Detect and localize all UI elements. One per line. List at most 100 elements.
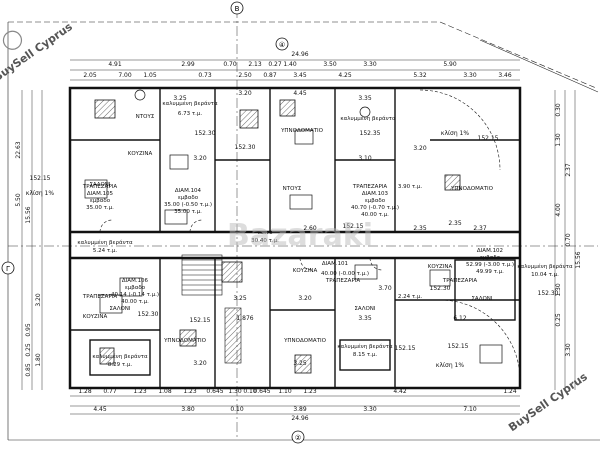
fixtures bbox=[84, 89, 503, 364]
dim-left: 0.85 bbox=[25, 363, 32, 377]
level-mark: 152.15 bbox=[190, 317, 211, 324]
dim-left: 1.80 bbox=[35, 353, 42, 367]
dim-top2: 7.00 bbox=[118, 72, 132, 79]
dim-bottom: 7.10 bbox=[463, 406, 477, 413]
dim-top2: 5.32 bbox=[413, 72, 427, 79]
dim-bottom2: 1.28 bbox=[78, 388, 92, 395]
room-area: 10.04 τ.μ. bbox=[531, 272, 559, 278]
room-dimension: 3.25 bbox=[293, 360, 307, 367]
dim-bottom2: 1.24 bbox=[503, 388, 517, 395]
room-label: καλυμμένη βεράντα bbox=[340, 115, 396, 122]
axis-marker-top bbox=[230, 1, 244, 15]
room-area: 40.14 (-0.14 τ.μ.) bbox=[111, 292, 159, 298]
room-area: 8.15 τ.μ. bbox=[353, 352, 378, 358]
dim-bottom2: 0.77 bbox=[103, 388, 117, 395]
level-mark: 152.15 bbox=[448, 343, 469, 350]
axis-label-left: Γ bbox=[6, 265, 10, 273]
dim-left: 5.50 bbox=[15, 193, 22, 207]
room-label: ΣΑΛΟΝΙ bbox=[354, 306, 375, 312]
room-area: 40.00 τ.μ. bbox=[121, 299, 149, 305]
room-area: 30.40 τ.μ. bbox=[251, 238, 279, 244]
level-mark: 152.15 bbox=[478, 135, 499, 142]
room-area: 49.99 τ.μ. bbox=[476, 269, 504, 275]
level-mark: 152.30 bbox=[195, 130, 216, 137]
top-dimension-lines bbox=[21, 59, 576, 415]
dim-right: 4.00 bbox=[555, 203, 562, 217]
dim-bottom2: 0.645 bbox=[253, 388, 270, 395]
room-label: καλυμμένη βεράντα bbox=[162, 100, 218, 107]
dim-top2: 0.87 bbox=[263, 72, 277, 79]
room-area: 40.00 τ.μ. bbox=[361, 212, 389, 218]
interior-walls bbox=[70, 88, 520, 388]
room-area: 40.70 (-0.70 τ.μ.) bbox=[351, 205, 399, 211]
room-label: ΤΡΑΠΕΖΑΡΙΑ bbox=[352, 184, 388, 190]
room-label: ΥΠΝΟΔΟΜΑΤΙΟ bbox=[163, 338, 207, 344]
dim-bottom2: 1.23 bbox=[303, 388, 317, 395]
slope-mark: κλίση 1% bbox=[26, 190, 54, 197]
axis-markers bbox=[1, 1, 305, 444]
room-area: 35.00 τ.μ. bbox=[174, 209, 202, 215]
axis-marker-left bbox=[1, 261, 15, 275]
axis-label-upper: ④ bbox=[279, 41, 285, 49]
room-label: καλυμμένη βεράντα bbox=[92, 353, 148, 360]
room-area: 2.24 τ.μ. bbox=[398, 294, 423, 300]
room-dimension: 3.20 bbox=[193, 360, 207, 367]
dim-bottom2: 4.42 bbox=[393, 388, 407, 395]
room-dimension: 3.35 bbox=[358, 95, 372, 102]
room-dimension: 2.37 bbox=[473, 225, 487, 232]
dim-top: 1.40 bbox=[283, 61, 297, 68]
dim-top2: 3.30 bbox=[463, 72, 477, 79]
level-mark: 152.30 bbox=[235, 144, 256, 151]
dim-top2: 2.05 bbox=[83, 72, 97, 79]
room-label: ΣΑΛΟΝΙ bbox=[89, 182, 110, 188]
dim-top2: 3.46 bbox=[498, 72, 512, 79]
dim-right: 2.37 bbox=[565, 163, 572, 177]
level-mark: 152.15 bbox=[30, 175, 51, 182]
room-dimension: 3.25 bbox=[173, 95, 187, 102]
dim-top: 0.27 bbox=[268, 61, 282, 68]
room-dimension: 2.35 bbox=[413, 225, 427, 232]
level-mark: 152.15 bbox=[395, 345, 416, 352]
room-dimension: 3.35 bbox=[358, 315, 372, 322]
room-label: κοινό bbox=[258, 229, 274, 236]
axis-lines bbox=[8, 8, 598, 440]
room-label: ΔΙΑΜ.105 bbox=[87, 191, 114, 197]
dim-bottom: 3.80 bbox=[181, 406, 195, 413]
room-label: ΔΙΑΜ.104 bbox=[175, 188, 202, 194]
room-label: ΤΡΑΠΕΖΑΡΙΑ bbox=[82, 294, 118, 300]
dim-bottom-total: 24.96 bbox=[291, 415, 308, 422]
room-label: εμβαδο bbox=[90, 198, 111, 204]
dim-top2: 3.45 bbox=[293, 72, 307, 79]
room-label: ΣΑΛΟΝΙ bbox=[109, 306, 130, 312]
axis-label-bottom: ② bbox=[295, 434, 301, 442]
dim-bottom2: 1.30 bbox=[228, 388, 242, 395]
room-area: 35.00 (-0.50 τ.μ.) bbox=[164, 202, 212, 208]
room-label: ΥΠΝΟΔΟΜΑΤΙΟ bbox=[283, 338, 327, 344]
room-area: 6.73 τ.μ. bbox=[178, 111, 203, 117]
dim-left: 15.56 bbox=[25, 206, 32, 223]
room-label: εμβαδο bbox=[480, 255, 501, 261]
room-dimension: 3.10 bbox=[358, 155, 372, 162]
dim-left: 0.95 bbox=[25, 323, 32, 337]
watermark-center: Bazaraki bbox=[227, 218, 373, 253]
dim-top: 2.99 bbox=[181, 61, 195, 68]
room-area: 5.24 τ.μ. bbox=[93, 248, 118, 254]
room-label: ΔΙΑΜ.103 bbox=[362, 191, 389, 197]
site-boundary bbox=[7, 21, 600, 441]
room-label: ΔΙΑΜ.102 bbox=[477, 248, 503, 254]
dim-bottom: 3.89 bbox=[293, 406, 307, 413]
dim-bottom2: 1.23 bbox=[133, 388, 147, 395]
room-label: ΤΡΑΠΕΖΑΡΙΑ bbox=[82, 184, 118, 190]
dim-bottom: 0.10 bbox=[230, 406, 244, 413]
dim-right: 1.30 bbox=[555, 283, 562, 297]
dim-right: 0.30 bbox=[555, 103, 562, 117]
room-dimension: 3.20 bbox=[413, 145, 427, 152]
room-label: καλυμμένη βεράντα bbox=[517, 263, 573, 270]
dim-bottom2: 1.10 bbox=[278, 388, 292, 395]
room-label: ΚΟΥΖΙΝΑ bbox=[128, 151, 153, 157]
room-label: ΥΠΝΟΔΟΜΑΤΙΟ bbox=[280, 128, 324, 134]
door-swings bbox=[99, 89, 521, 381]
dim-top2: 0.73 bbox=[198, 72, 212, 79]
dim-top-total: 24.96 bbox=[291, 51, 308, 58]
